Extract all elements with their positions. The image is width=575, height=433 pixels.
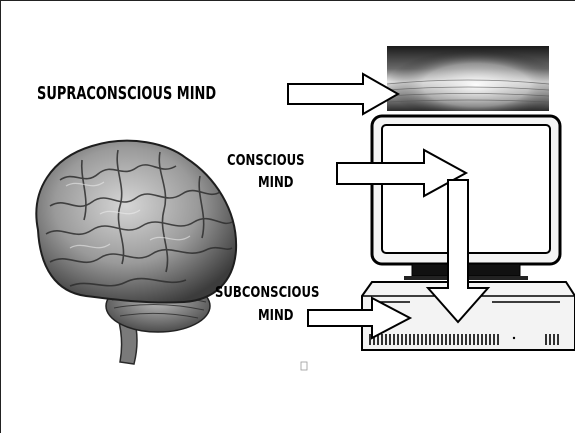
brain-illustration [36,141,236,364]
conscious-label-line2: MIND [258,175,294,190]
subconscious-label-line2: MIND [258,308,294,323]
conscious-label-line1: CONSCIOUS [227,153,305,168]
supraconscious-label: SUPRACONSCIOUS MIND [37,85,216,103]
stray-mark [301,362,307,370]
supraconscious-arrow [288,74,398,114]
supraconscious-screen [387,46,549,111]
subconscious-label-line1: SUBCONSCIOUS [215,285,319,300]
